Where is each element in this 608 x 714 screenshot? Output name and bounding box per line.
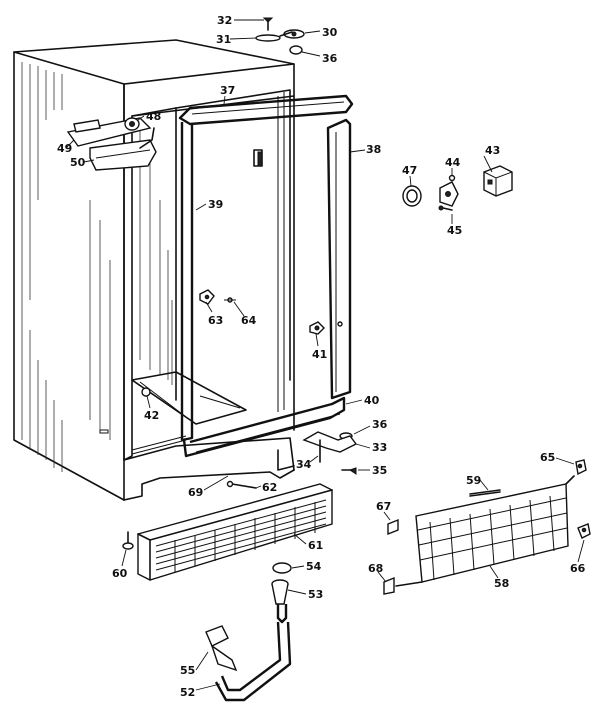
label-52: 52 [180,686,195,699]
screw-62 [226,480,257,489]
label-53: 53 [308,588,323,601]
label-67: 67 [376,500,391,513]
label-35: 35 [372,464,387,477]
label-48: 48 [146,110,161,123]
label-34: 34 [296,458,312,471]
label-68: 68 [368,562,383,575]
right-breaker-strip [326,118,352,400]
label-47: 47 [402,164,417,177]
label-31: 31 [216,33,231,46]
label-59: 59 [466,474,481,487]
label-41: 41 [312,348,327,361]
part-number-labels: 32 30 31 36 37 48 49 50 38 43 47 44 45 3… [57,14,586,699]
label-62: 62 [262,481,277,494]
door-liner-frame [178,94,354,458]
wire-rack-assembly [395,475,575,587]
label-58: 58 [494,577,509,590]
top-hinge-parts [255,17,305,55]
label-38: 38 [366,143,381,156]
label-65: 65 [540,451,555,464]
label-64: 64 [241,314,257,327]
lower-hinge-parts [302,431,358,475]
label-55: 55 [180,664,195,677]
control-components [402,165,513,211]
label-30: 30 [322,26,338,39]
label-33: 33 [372,441,387,454]
label-66: 66 [570,562,586,575]
label-43: 43 [485,144,500,157]
label-39: 39 [208,198,223,211]
label-60: 60 [112,567,128,580]
label-63: 63 [208,314,223,327]
base-grille [137,483,333,581]
rack-clips [383,459,591,595]
label-54: 54 [306,560,322,573]
label-50: 50 [70,156,86,169]
interior-small-parts [141,289,325,397]
label-32: 32 [217,14,232,27]
label-36-top: 36 [322,52,338,65]
label-42: 42 [144,409,159,422]
leader-lines [65,19,585,691]
label-44: 44 [445,156,461,169]
leveling-foot [122,531,134,550]
label-61: 61 [308,539,323,552]
label-45: 45 [447,224,462,237]
drain-assembly [205,562,292,702]
label-37: 37 [220,84,235,97]
label-49: 49 [57,142,72,155]
label-36-bottom: 36 [372,418,388,431]
label-69: 69 [188,486,203,499]
shelf-bracket-assembly [66,117,157,171]
label-40: 40 [364,394,380,407]
